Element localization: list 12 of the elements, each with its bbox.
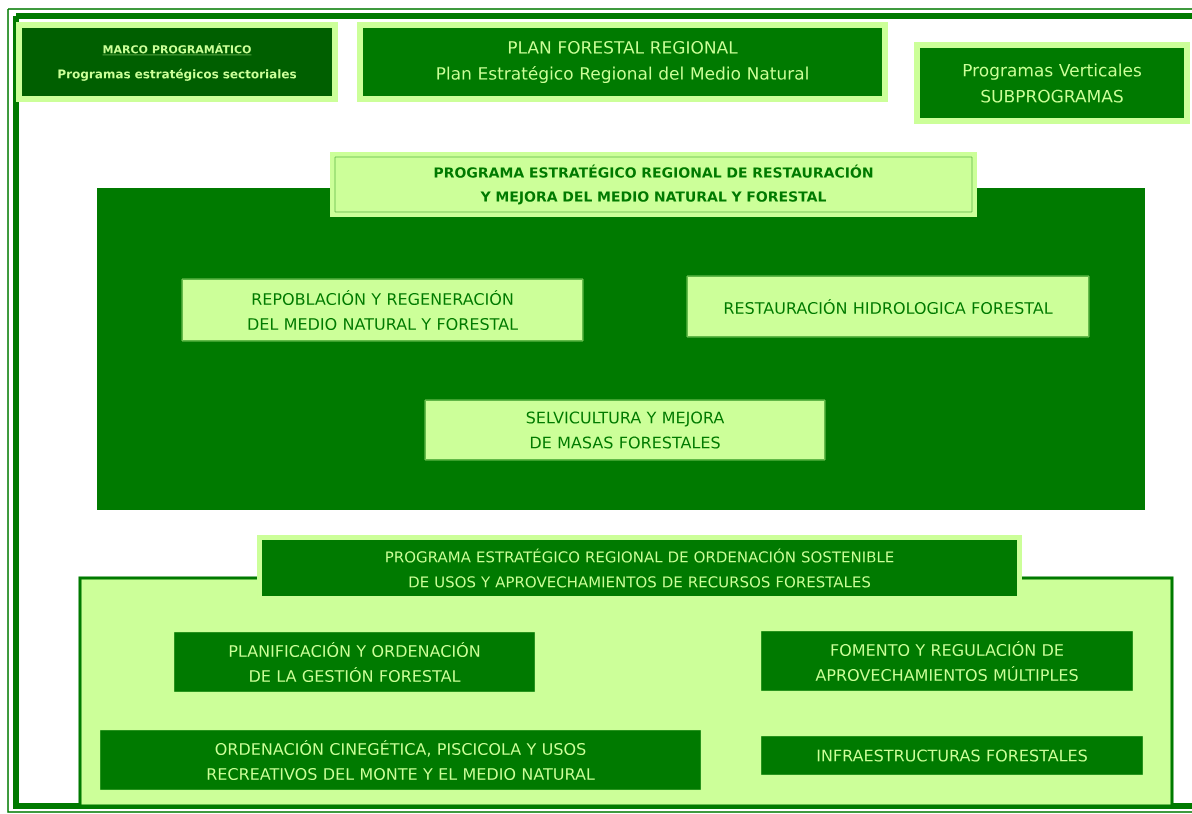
subprogram-box: PLANIFICACIÓN Y ORDENACIÓN DE LA GESTIÓN FORESTAL <box>173 631 536 693</box>
subprogram-box: SELVICULTURA Y MEJORA DE MASAS FORESTALES <box>424 399 826 461</box>
subprogram-box: REPOBLACIÓN Y REGENERACIÓN DEL MEDIO NATURAL Y FORESTAL <box>181 278 584 342</box>
subprogram-box: INFRAESTRUCTURAS FORESTALES <box>760 735 1144 776</box>
title-box: Programas Verticales SUBPROGRAMAS <box>914 42 1190 124</box>
title-box: MARCO PROGRAMÁTICO Programas estratégicos sectoriales <box>16 22 338 102</box>
subprogram-box: ORDENACIÓN CINEGÉTICA, PISCICOLA Y USOS RECREATIVOS DEL MONTE Y EL MEDIO NATURAL <box>99 729 702 791</box>
node-label: PROGRAMA ESTRATÉGICO REGIONAL DE ORDENACIÓN SOSTENIBLE <box>386 548 894 563</box>
subprogram-box: FOMENTO Y REGULACIÓN DE APROVECHAMIENTOS MÚLTIPLES <box>760 630 1134 692</box>
title-box: PLAN FORESTAL REGIONAL Plan Estratégico Regional del Medio Natural <box>357 22 888 102</box>
subprogram-box: RESTAURACIÓN HIDROLOGICA FORESTAL <box>686 275 1090 338</box>
node-label: PROGRAMA ESTRATÉGICO REGIONAL DE RESTAURACIÓN <box>434 164 873 178</box>
